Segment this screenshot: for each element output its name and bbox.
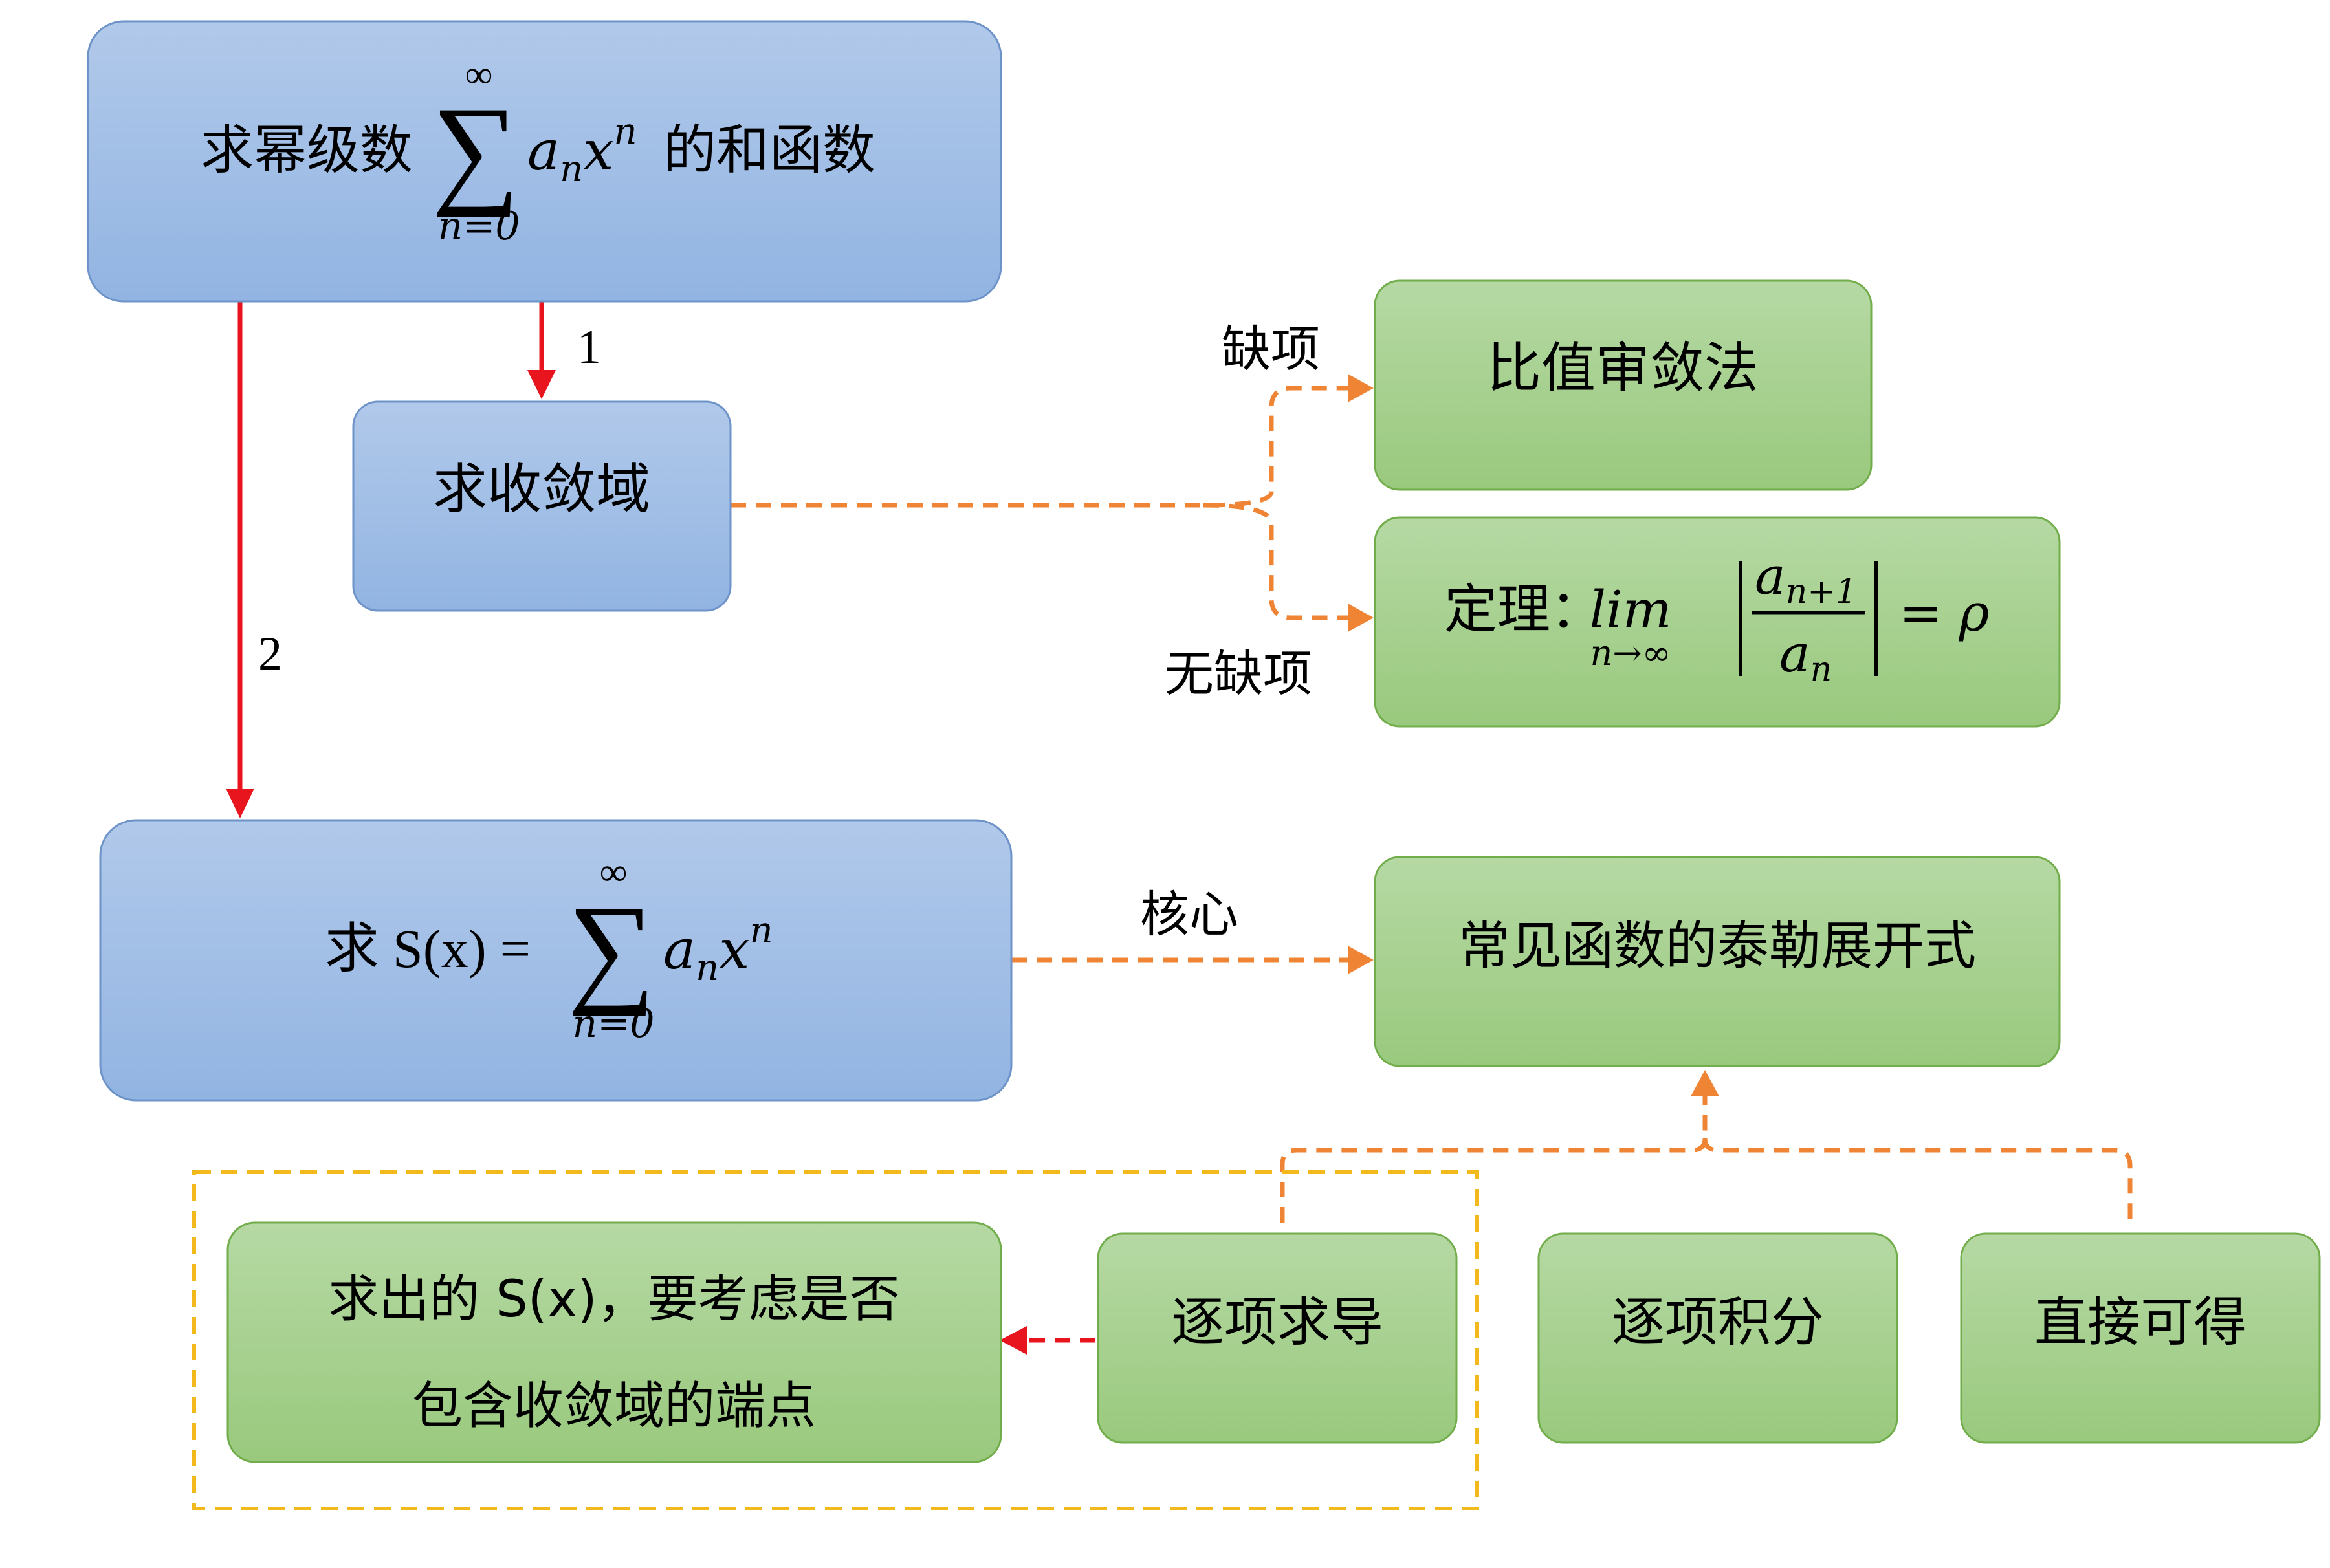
taylor-box: 常见函数的泰勒展开式 — [1374, 856, 2061, 1067]
arrow-head-icon — [1348, 374, 1374, 402]
term-sub: n — [696, 947, 719, 989]
arrow-head-icon — [1000, 1326, 1027, 1355]
arrow-head-icon — [1348, 604, 1374, 632]
arrow-head-icon — [527, 370, 556, 399]
num-coeff: a — [1755, 546, 1786, 606]
endpoint-note-line2: 包含收敛域的端点 — [412, 1377, 816, 1435]
term-integral-label: 逐项积分 — [1612, 1292, 1824, 1353]
sum-symbol: ∑ — [567, 881, 655, 1017]
term-coeff: a — [663, 918, 696, 981]
edge-label-step2: 2 — [258, 627, 282, 681]
den-sub: n — [1810, 650, 1832, 689]
direct-label: 直接可得 — [2034, 1292, 2247, 1353]
edge-label-no-missing-terms: 无缺项 — [1165, 645, 1312, 702]
edge-label-core: 核心 — [1140, 886, 1238, 943]
term-sub: n — [560, 148, 583, 190]
fraction-denominator: an — [1779, 624, 1832, 689]
edge-label-step1: 1 — [577, 321, 601, 374]
theorem-box: 定理： lim n→∞ an+1 an = ρ — [1374, 516, 2061, 728]
series-term: anxn — [527, 111, 637, 190]
fraction-numerator: an+1 — [1755, 546, 1857, 611]
endpoint-note-line1: 求出的 S(x)，要考虑是否 — [328, 1270, 899, 1329]
arrow-head-icon — [1691, 1070, 1719, 1096]
term-var: x — [719, 918, 749, 981]
edge-label-missing-terms: 缺项 — [1222, 320, 1320, 378]
term-derivative-label: 逐项求导 — [1171, 1292, 1383, 1353]
term-derivative-box: 逐项求导 — [1097, 1232, 1458, 1444]
sum-function-box: 求 S(x) = ∑ ∞ n=0 anxn — [99, 819, 1013, 1102]
limit-operator: lim — [1589, 580, 1671, 640]
edge-core — [1011, 946, 1374, 974]
term-exp: n — [614, 111, 637, 153]
edge-step1 — [527, 301, 556, 399]
sum-upper-limit: ∞ — [600, 851, 628, 893]
convergence-domain-label: 求收敛域 — [433, 457, 650, 521]
edge-methods-to-taylor — [1280, 1093, 2133, 1223]
convergence-domain-box: 求收敛域 — [352, 400, 732, 612]
den-coeff: a — [1779, 624, 1810, 684]
main-problem-suffix: 的和函数 — [663, 120, 875, 181]
arrow-head-icon — [226, 789, 254, 818]
limit-subscript: n→∞ — [1590, 633, 1671, 673]
main-problem-prefix: 求幂级数 — [201, 120, 413, 181]
term-var: x — [583, 119, 613, 182]
theorem-rhs: = ρ — [1899, 583, 1990, 643]
ratio-test-box: 比值审敛法 — [1374, 279, 1873, 491]
term-exp: n — [750, 909, 773, 952]
theorem-prefix: 定理： — [1444, 579, 1603, 640]
series-term: anxn — [663, 909, 773, 989]
edge-derivative-to-endpoint — [1000, 1326, 1095, 1355]
sum-function-prefix: 求 S(x) = — [325, 919, 531, 979]
direct-box: 直接可得 — [1960, 1232, 2321, 1444]
edge-convergence-branches — [731, 386, 1349, 620]
num-sub: n+1 — [1786, 572, 1857, 611]
ratio-test-label: 比值审敛法 — [1487, 336, 1759, 400]
term-integral-box: 逐项积分 — [1537, 1232, 1898, 1444]
arrow-head-icon — [1348, 946, 1374, 974]
sum-lower-limit: n=0 — [572, 1001, 654, 1047]
sum-symbol: ∑ — [432, 82, 519, 218]
derivative-group-frame — [192, 1170, 1479, 1510]
term-coeff: a — [527, 119, 560, 182]
sum-upper-limit: ∞ — [465, 53, 493, 96]
taylor-label: 常见函数的泰勒展开式 — [1458, 916, 1976, 976]
edge-step2 — [226, 301, 254, 818]
main-problem-box: 求幂级数 ∑ ∞ n=0 anxn 的和函数 — [87, 20, 1002, 303]
endpoint-note-box: 求出的 S(x)，要考虑是否 包含收敛域的端点 — [226, 1221, 1002, 1463]
sum-lower-limit: n=0 — [437, 204, 520, 249]
